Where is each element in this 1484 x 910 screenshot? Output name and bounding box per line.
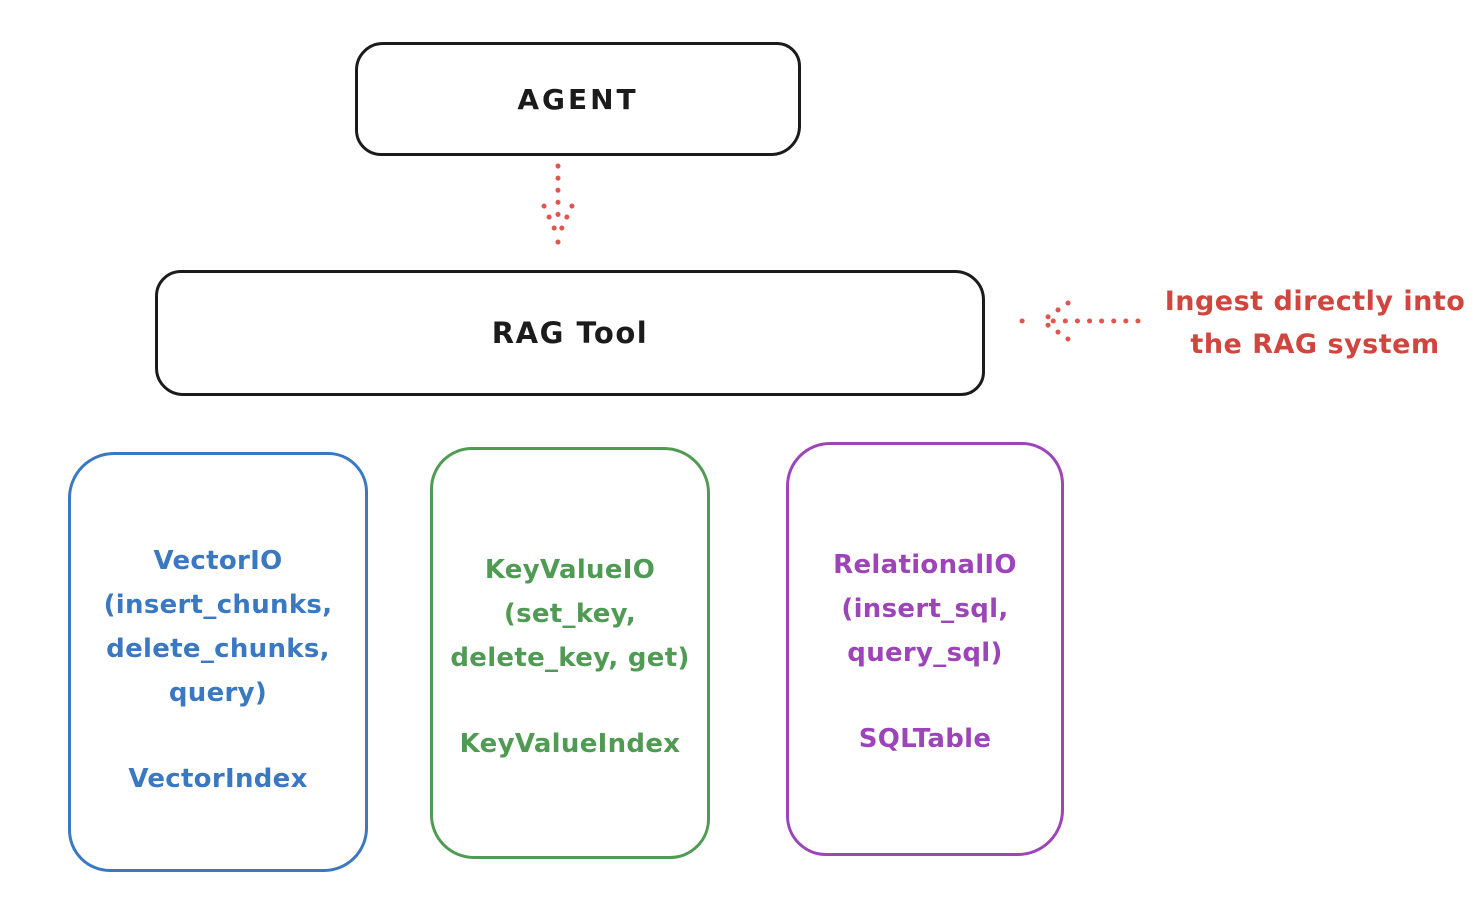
ingest-annotation: Ingest directly into the RAG system bbox=[1164, 286, 1466, 360]
rag-tool-node: RAG Tool bbox=[155, 270, 985, 396]
rag-tool-label: RAG Tool bbox=[491, 316, 649, 350]
vector-index-label: VectorIndex bbox=[128, 764, 308, 794]
keyvalue-io-title: KeyValueIO (set_key, delete_key, get) bbox=[450, 555, 690, 673]
agent-to-ragtool-arrow-icon bbox=[541, 163, 575, 245]
relational-io-box: RelationalIO (insert_sql, query_sql) SQL… bbox=[786, 442, 1064, 856]
vector-io-box: VectorIO (insert_chunks, delete_chunks, … bbox=[68, 452, 368, 872]
keyvalue-io-box: KeyValueIO (set_key, delete_key, get) Ke… bbox=[430, 447, 710, 859]
keyvalue-index-label: KeyValueIndex bbox=[459, 729, 681, 759]
sqltable-label: SQLTable bbox=[858, 724, 992, 754]
agent-node: AGENT bbox=[355, 42, 801, 156]
relational-io-title: RelationalIO (insert_sql, query_sql) bbox=[833, 550, 1017, 668]
vector-io-title: VectorIO (insert_chunks, delete_chunks, … bbox=[103, 546, 333, 708]
agent-label: AGENT bbox=[517, 82, 639, 116]
ingest-arrow-icon bbox=[1019, 300, 1141, 342]
